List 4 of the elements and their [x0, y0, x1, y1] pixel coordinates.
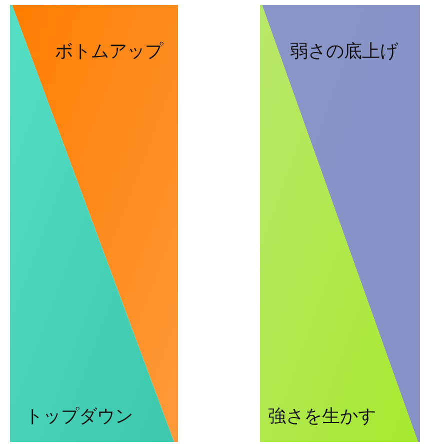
panel-label: 強さを生かす — [268, 406, 376, 428]
panel-label: トップダウン — [25, 406, 133, 428]
panel-label: ボトムアップ — [55, 41, 163, 63]
panel-label: 弱さの底上げ — [290, 41, 398, 63]
